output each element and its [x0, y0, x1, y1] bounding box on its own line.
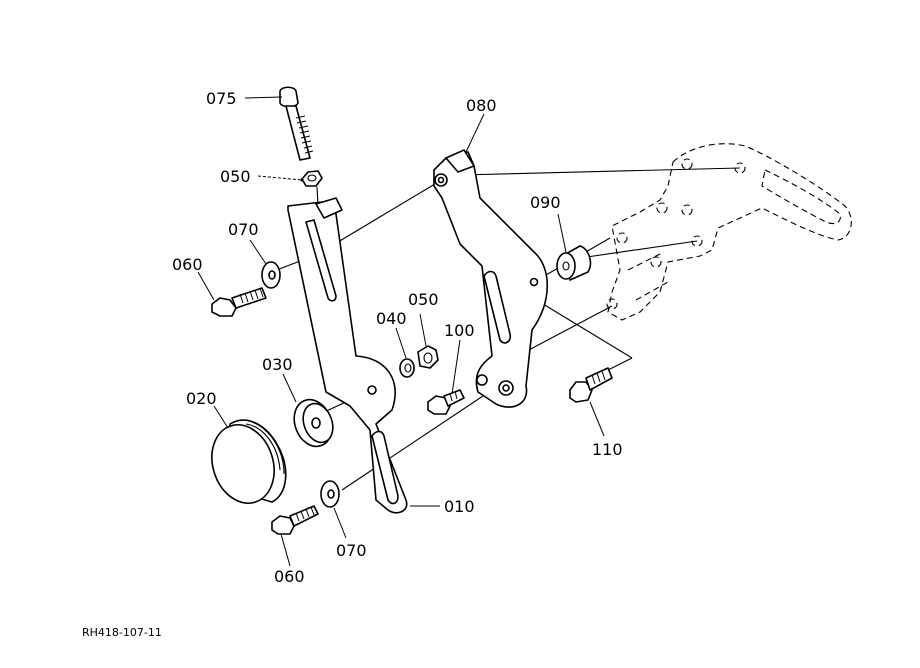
- label-010: 010: [444, 497, 475, 516]
- part-labels: 075 050 080 070 060 090 050 040 100 030 …: [172, 89, 623, 586]
- label-100: 100: [444, 321, 475, 340]
- washer-070-upper: [261, 261, 281, 289]
- label-070-lower: 070: [336, 541, 367, 560]
- label-060-lower: 060: [274, 567, 305, 586]
- pulley-020: [211, 419, 287, 504]
- bolt-100: [427, 389, 465, 415]
- collar-090: [556, 245, 592, 281]
- engine-frame-outline: [606, 143, 852, 321]
- washer-070-lower: [320, 480, 340, 508]
- label-050-lower: 050: [408, 290, 439, 309]
- label-040: 040: [376, 309, 407, 328]
- bolt-075: [279, 86, 314, 161]
- label-020: 020: [186, 389, 217, 408]
- label-060-upper: 060: [172, 255, 203, 274]
- bracket-080: [433, 149, 549, 408]
- label-090: 090: [530, 193, 561, 212]
- spring-washer-040: [399, 358, 415, 378]
- bolt-110: [569, 367, 613, 403]
- washer-030: [293, 398, 334, 448]
- label-080: 080: [466, 96, 497, 115]
- callout-leaders: [197, 96, 605, 567]
- label-075: 075: [206, 89, 237, 108]
- plate-010: [287, 197, 408, 514]
- bolt-060-lower: [271, 505, 319, 535]
- label-110: 110: [592, 440, 623, 459]
- bolt-060-upper: [211, 287, 267, 317]
- nut-050-lower: [417, 345, 439, 369]
- label-030: 030: [262, 355, 293, 374]
- nut-050-upper: [301, 170, 323, 187]
- label-050-upper: 050: [220, 167, 251, 186]
- figure-code: RH418-107-11: [82, 626, 162, 639]
- label-070-upper: 070: [228, 220, 259, 239]
